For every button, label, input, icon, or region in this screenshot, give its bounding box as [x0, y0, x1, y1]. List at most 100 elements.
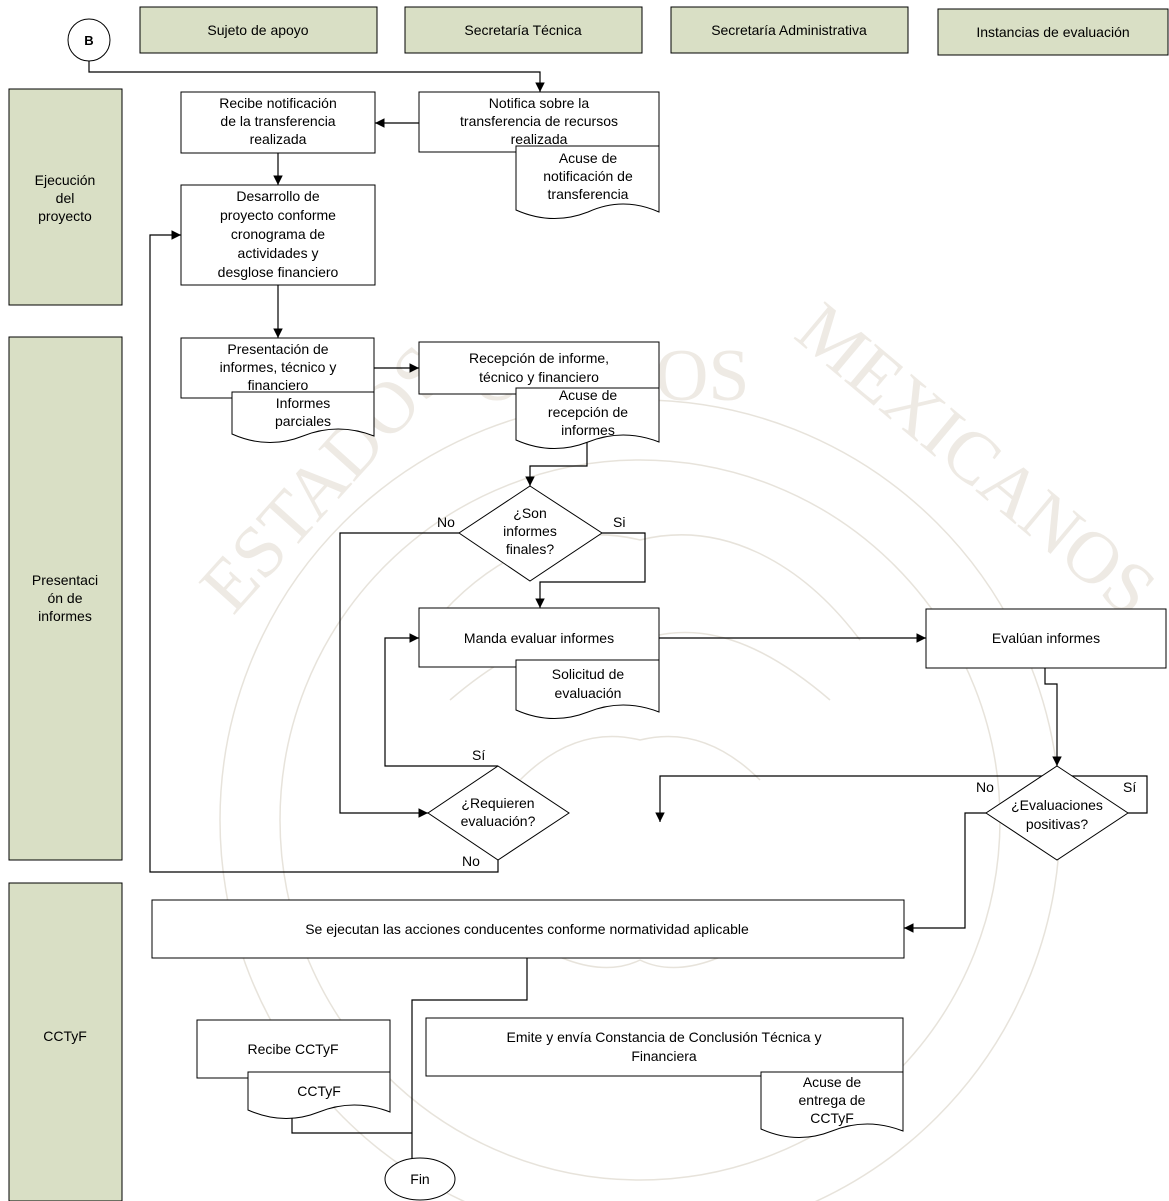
node-text: CCTyF	[297, 1083, 341, 1099]
node-text: recepción de	[548, 404, 628, 420]
node-text: Evalúan informes	[992, 630, 1100, 646]
node-text: proyecto conforme	[220, 207, 336, 223]
process-acciones: Se ejecutan las acciones conducentes con…	[151, 899, 905, 959]
edge-acciones-to-fin	[407, 958, 528, 1180]
label-requieren-si: Sí	[472, 747, 485, 763]
node-text: Informes	[276, 395, 330, 411]
edge-finales-si	[535, 532, 646, 608]
phase-header-cctyf: CCTyF	[8, 882, 123, 1201]
node-text: ¿Evaluaciones	[1011, 797, 1103, 813]
column-header-sujeto: Sujeto de apoyo	[139, 6, 378, 54]
edge-requieren-si	[384, 633, 498, 767]
node-text: transferencia	[548, 186, 629, 202]
node-text: Solicitud de	[552, 666, 625, 682]
process-recepcion: Recepción de informe, técnico y financie…	[418, 341, 660, 395]
document-acuse-notificacion: Acuse de notificación de transferencia	[515, 145, 660, 220]
node-text: Acuse de	[559, 387, 618, 403]
node-text: Acuse de	[803, 1074, 862, 1090]
node-text: técnico y financiero	[479, 369, 599, 385]
node-text: Desarrollo de	[236, 188, 319, 204]
node-text: parciales	[275, 413, 331, 429]
edge-requieren-no	[149, 230, 499, 873]
node-text: Recibe notificación	[219, 95, 337, 111]
process-evaluan: Evalúan informes	[925, 608, 1167, 669]
flow-edges	[88, 61, 1148, 1180]
node-text: Fin	[410, 1171, 429, 1187]
node-text: evaluación?	[461, 813, 536, 829]
node-text: finales?	[506, 541, 554, 557]
column-header-label: Instancias de evaluación	[976, 24, 1129, 40]
process-emite: Emite y envía Constancia de Conclusión T…	[425, 1017, 904, 1077]
connector-b: B	[67, 18, 111, 62]
node-text: transferencia de recursos	[460, 113, 618, 129]
edge-finales-no	[339, 532, 459, 818]
node-text: CCTyF	[810, 1110, 854, 1126]
document-acuse-recepcion: Acuse de recepción de informes	[515, 387, 660, 450]
column-header-tecnica: Secretaría Técnica	[404, 6, 643, 54]
node-text: financiero	[248, 377, 309, 393]
connector-label: B	[84, 33, 93, 48]
node-text: informes	[561, 422, 615, 438]
node-text: entrega de	[799, 1092, 866, 1108]
edge-evaluan-to-positivas	[1044, 668, 1062, 766]
process-recibe-notificacion: Recibe notificación de la transferencia …	[180, 91, 376, 154]
phase-label: Presentaci	[32, 572, 98, 588]
node-text: Acuse de	[559, 150, 618, 166]
edge-positivas-no	[904, 812, 986, 933]
process-notifica: Notifica sobre la transferencia de recur…	[418, 91, 660, 153]
column-header-instancias: Instancias de evaluación	[937, 8, 1169, 56]
node-text: Recibe CCTyF	[247, 1041, 338, 1057]
label-finales-no: No	[437, 514, 455, 530]
process-presentacion-informes: Presentación de informes, técnico y fina…	[180, 337, 375, 399]
node-text: Se ejecutan las acciones conducentes con…	[305, 921, 749, 937]
document-acuse-cctyf: Acuse de entrega de CCTyF	[760, 1071, 904, 1139]
node-text: informes	[503, 523, 557, 539]
decision-son-finales: ¿Son informes finales?	[458, 485, 603, 582]
column-header-label: Secretaría Técnica	[464, 22, 581, 38]
node-text: realizada	[250, 131, 307, 147]
phase-header-presentacion: Presentaci ón de informes	[8, 336, 123, 861]
phase-label: Ejecución	[35, 172, 96, 188]
column-header-label: Secretaría Administrativa	[711, 22, 867, 38]
label-requieren-no: No	[462, 853, 480, 869]
phase-label: ón de	[47, 590, 82, 606]
terminator-fin: Fin	[384, 1157, 456, 1201]
process-manda-evaluar: Manda evaluar informes	[418, 607, 660, 668]
node-text: Emite y envía Constancia de Conclusión T…	[507, 1029, 822, 1045]
edge-b-to-notifica	[88, 61, 545, 92]
column-header-label: Sujeto de apoyo	[207, 22, 308, 38]
document-informes-parciales: Informes parciales	[231, 391, 375, 444]
node-text: de la transferencia	[220, 113, 335, 129]
decision-evaluaciones-positivas: ¿Evaluaciones positivas?	[985, 765, 1129, 861]
edge-positivas-si-visible	[655, 775, 1148, 822]
decision-requieren: ¿Requieren evaluación?	[427, 765, 570, 861]
node-text: positivas?	[1026, 816, 1088, 832]
node-text: Manda evaluar informes	[464, 630, 614, 646]
edge-acuse-to-finales	[525, 440, 588, 486]
node-text: Financiera	[631, 1048, 697, 1064]
node-text: notificación de	[543, 168, 633, 184]
node-text: cronograma de	[231, 226, 325, 242]
label-positivas-no: No	[976, 779, 994, 795]
phase-header-ejecucion: Ejecución del proyecto	[8, 88, 123, 306]
label-positivas-si: Sí	[1123, 779, 1136, 795]
node-text: actividades y	[238, 245, 319, 261]
node-text: Recepción de informe,	[469, 350, 609, 366]
node-text: evaluación	[555, 685, 622, 701]
phase-label: del	[56, 190, 75, 206]
document-cctyf: CCTyF	[247, 1071, 391, 1120]
phase-label: proyecto	[38, 208, 92, 224]
node-text: desglose financiero	[218, 264, 339, 280]
node-text: ¿Requieren	[461, 795, 534, 811]
node-text: ¿Son	[513, 505, 546, 521]
node-text: realizada	[511, 131, 568, 147]
process-recibe-cctyf: Recibe CCTyF	[196, 1019, 391, 1079]
node-text: Presentación de	[227, 341, 328, 357]
phase-label: informes	[38, 608, 92, 624]
phase-label: CCTyF	[43, 1028, 87, 1044]
column-header-administrativa: Secretaría Administrativa	[670, 6, 909, 54]
process-desarrollo: Desarrollo de proyecto conforme cronogra…	[180, 184, 376, 286]
node-text: Notifica sobre la	[489, 95, 590, 111]
label-finales-si: Si	[613, 514, 625, 530]
document-solicitud: Solicitud de evaluación	[515, 659, 660, 720]
